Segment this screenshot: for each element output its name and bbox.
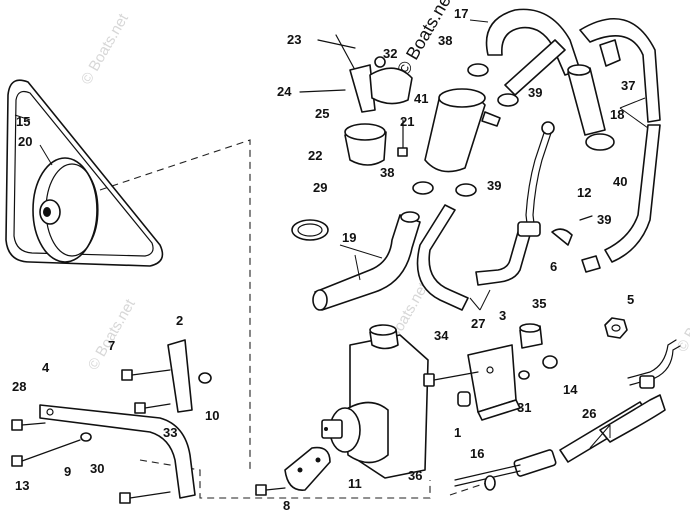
clips-6-12-39: [551, 215, 601, 273]
callout-3: 3: [499, 308, 506, 323]
callout-13: 13: [15, 478, 29, 493]
callout-16: 16: [470, 446, 484, 461]
callout-1: 1: [454, 425, 461, 440]
nut-14: [542, 355, 558, 369]
nut-5: [604, 317, 628, 339]
callout-38: 38: [438, 33, 452, 48]
rear-bracket: [467, 344, 521, 421]
callout-30: 30: [90, 461, 104, 476]
callout-8: 8: [283, 498, 290, 512]
watermark-top: © Boats.net: [78, 10, 132, 87]
callout-40: 40: [613, 174, 627, 189]
bolts-left: [11, 369, 286, 504]
long-right-hose: [579, 17, 661, 263]
callout-31: 31: [517, 400, 531, 415]
steel-line-right: [627, 339, 681, 389]
clamp-29: [291, 219, 329, 241]
callout-10: 10: [205, 408, 219, 423]
bushing-1: [457, 391, 471, 407]
nut-21: [397, 119, 408, 157]
washer-31: [518, 370, 530, 380]
drive-belt: [5, 79, 164, 267]
callout-27: 27: [471, 316, 485, 331]
callout-25: 25: [315, 106, 329, 121]
callout-labels: 1 2 3 4 5 6 7 8 9 10 11 12 13 14 15 16 1…: [12, 6, 635, 512]
hose-19: [312, 211, 421, 311]
callout-38b: 38: [380, 165, 394, 180]
adjusting-arm: [39, 404, 196, 499]
callout-37: 37: [621, 78, 635, 93]
reservoir-bracket: [299, 34, 413, 113]
callout-17: 17: [454, 6, 468, 21]
callout-6: 6: [550, 259, 557, 274]
callout-11: 11: [348, 476, 362, 491]
callout-22: 22: [308, 148, 322, 163]
callout-39c: 39: [597, 212, 611, 227]
long-bolt-34: [423, 371, 479, 387]
callout-41: 41: [414, 91, 428, 106]
callout-15: 15: [16, 114, 30, 129]
callout-36: 36: [408, 468, 422, 483]
pump-plate: [284, 446, 331, 491]
callout-20: 20: [18, 134, 32, 149]
callout-7: 7: [108, 338, 115, 353]
filter-canister: [424, 88, 501, 173]
watermark-right: © Boats.net: [674, 278, 690, 355]
callout-29: 29: [313, 180, 327, 195]
small-bracket-2: [167, 339, 212, 413]
hose-27: [416, 204, 531, 311]
fitting-40: [567, 64, 606, 136]
callout-12: 12: [577, 185, 591, 200]
callout-28: 28: [12, 379, 26, 394]
o-ring-16: [484, 475, 496, 491]
callout-23: 23: [287, 32, 301, 47]
leader-lines: [14, 19, 649, 449]
power-steering-pump: [321, 324, 429, 479]
callout-35: 35: [532, 296, 546, 311]
callout-33: 33: [163, 425, 177, 440]
callout-9: 9: [64, 464, 71, 479]
callout-24: 24: [277, 84, 292, 99]
spacer-35: [519, 323, 543, 349]
sleeve: [344, 123, 387, 166]
callout-5: 5: [627, 292, 634, 307]
callout-21: 21: [400, 114, 414, 129]
callout-39: 39: [528, 85, 542, 100]
watermark-left: © Boats.net: [85, 296, 139, 373]
callout-26: 26: [582, 406, 596, 421]
callout-4: 4: [42, 360, 50, 375]
callout-34: 34: [434, 328, 449, 343]
pulley: [32, 157, 99, 263]
steel-line: [517, 121, 555, 237]
callout-39b: 39: [487, 178, 501, 193]
callout-2: 2: [176, 313, 183, 328]
hose-clamps: [412, 39, 621, 197]
dashed-line-belt-to-pump: [99, 139, 251, 470]
callout-14: 14: [563, 382, 578, 397]
callout-32: 32: [383, 46, 397, 61]
callout-18: 18: [610, 107, 624, 122]
upper-hose: [485, 8, 581, 96]
callout-19: 19: [342, 230, 356, 245]
